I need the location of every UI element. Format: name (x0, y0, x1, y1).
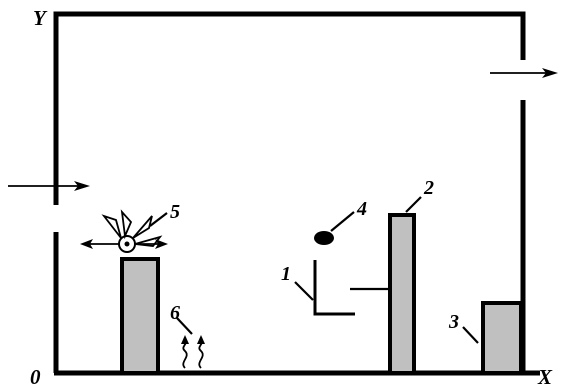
leader-5 (149, 212, 168, 227)
label-part-3: 3 (448, 311, 459, 333)
leader-4 (330, 211, 355, 232)
tall-column (388, 213, 416, 375)
label-part-2: 2 (423, 177, 434, 199)
particle-icon (314, 231, 334, 245)
leader-lines (149, 196, 479, 344)
label-part-5: 5 (170, 201, 180, 223)
origin-label: 0 (30, 365, 41, 388)
left-column (120, 257, 160, 375)
fan-icon (80, 209, 168, 253)
leader-6 (176, 317, 193, 335)
short-block (481, 301, 523, 375)
leader-1 (294, 281, 314, 301)
x-axis-label: X (537, 365, 553, 388)
leader-2 (405, 196, 422, 213)
left-wall-upper (53, 11, 526, 205)
label-part-4: 4 (356, 198, 367, 220)
l-shaped-plate (313, 260, 355, 316)
heat-wave-icon (181, 335, 205, 369)
outflow-arrow-icon (490, 68, 558, 78)
label-part-1: 1 (281, 263, 291, 285)
inflow-arrow-icon (8, 181, 90, 191)
y-axis-label: Y (33, 6, 48, 30)
label-part-6: 6 (170, 302, 180, 324)
leader-3 (462, 326, 479, 344)
